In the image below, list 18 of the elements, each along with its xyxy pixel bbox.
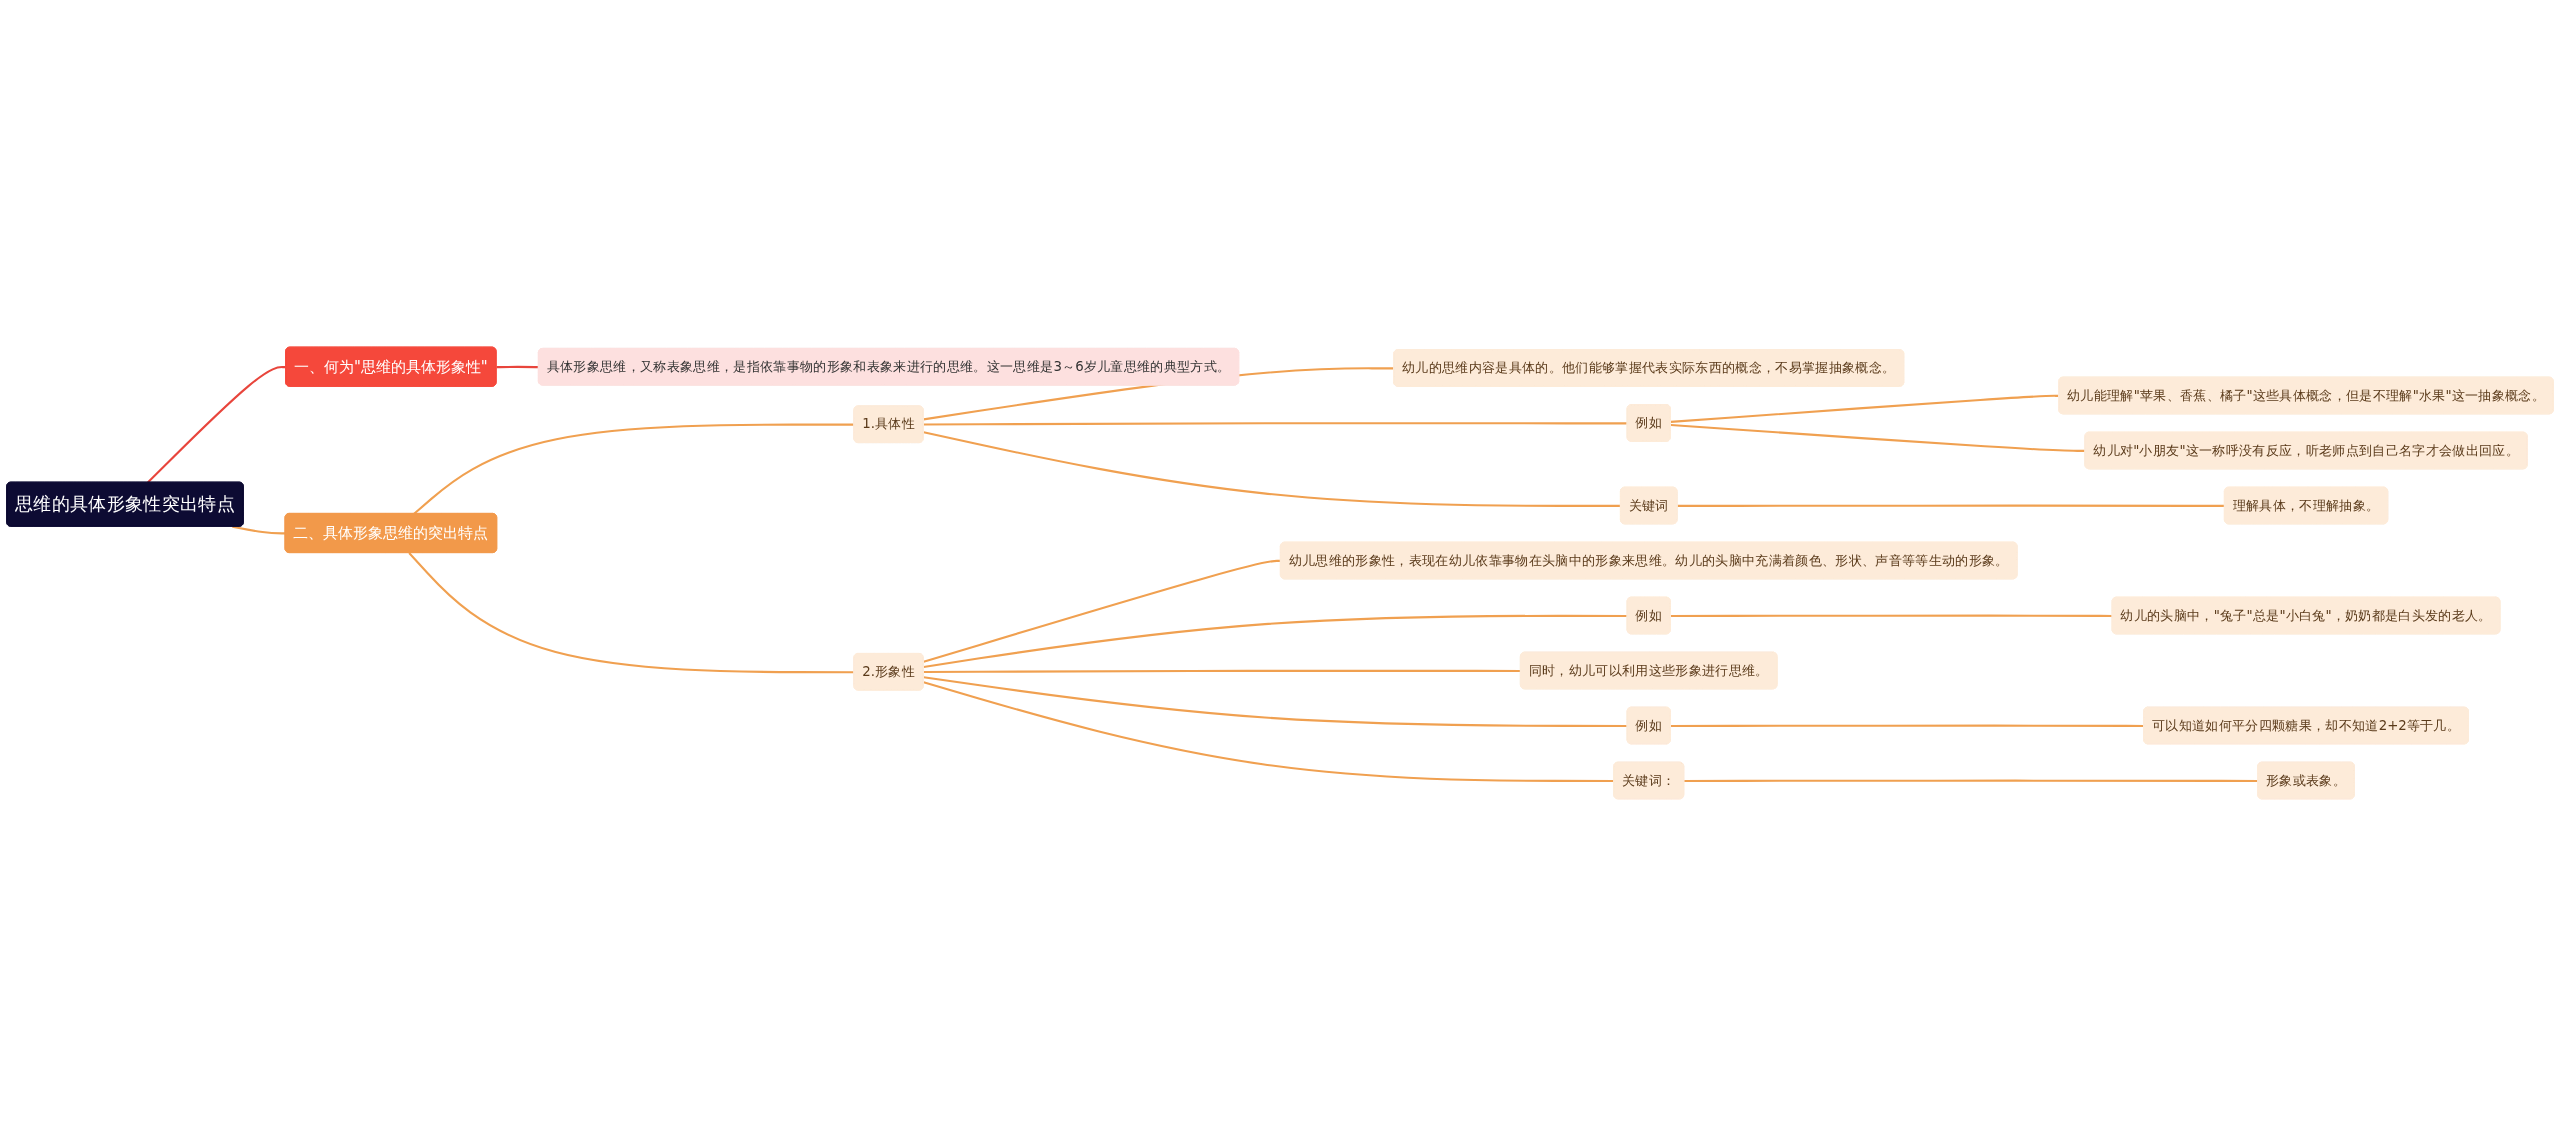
connector xyxy=(1670,614,2113,617)
connector xyxy=(1684,779,2259,782)
connector xyxy=(147,366,287,484)
connector xyxy=(923,559,1281,663)
connector xyxy=(408,552,855,674)
connector xyxy=(496,365,539,369)
connector xyxy=(923,614,1628,668)
connector xyxy=(1670,394,2060,423)
connector xyxy=(923,431,1621,507)
connector xyxy=(923,681,1615,782)
connector xyxy=(923,669,1521,674)
connector xyxy=(923,422,1628,426)
connector xyxy=(232,525,286,535)
connector xyxy=(413,423,855,515)
connector xyxy=(923,676,1628,727)
connector xyxy=(1670,423,2086,452)
connector xyxy=(1670,724,2145,727)
connector xyxy=(1677,504,2225,507)
